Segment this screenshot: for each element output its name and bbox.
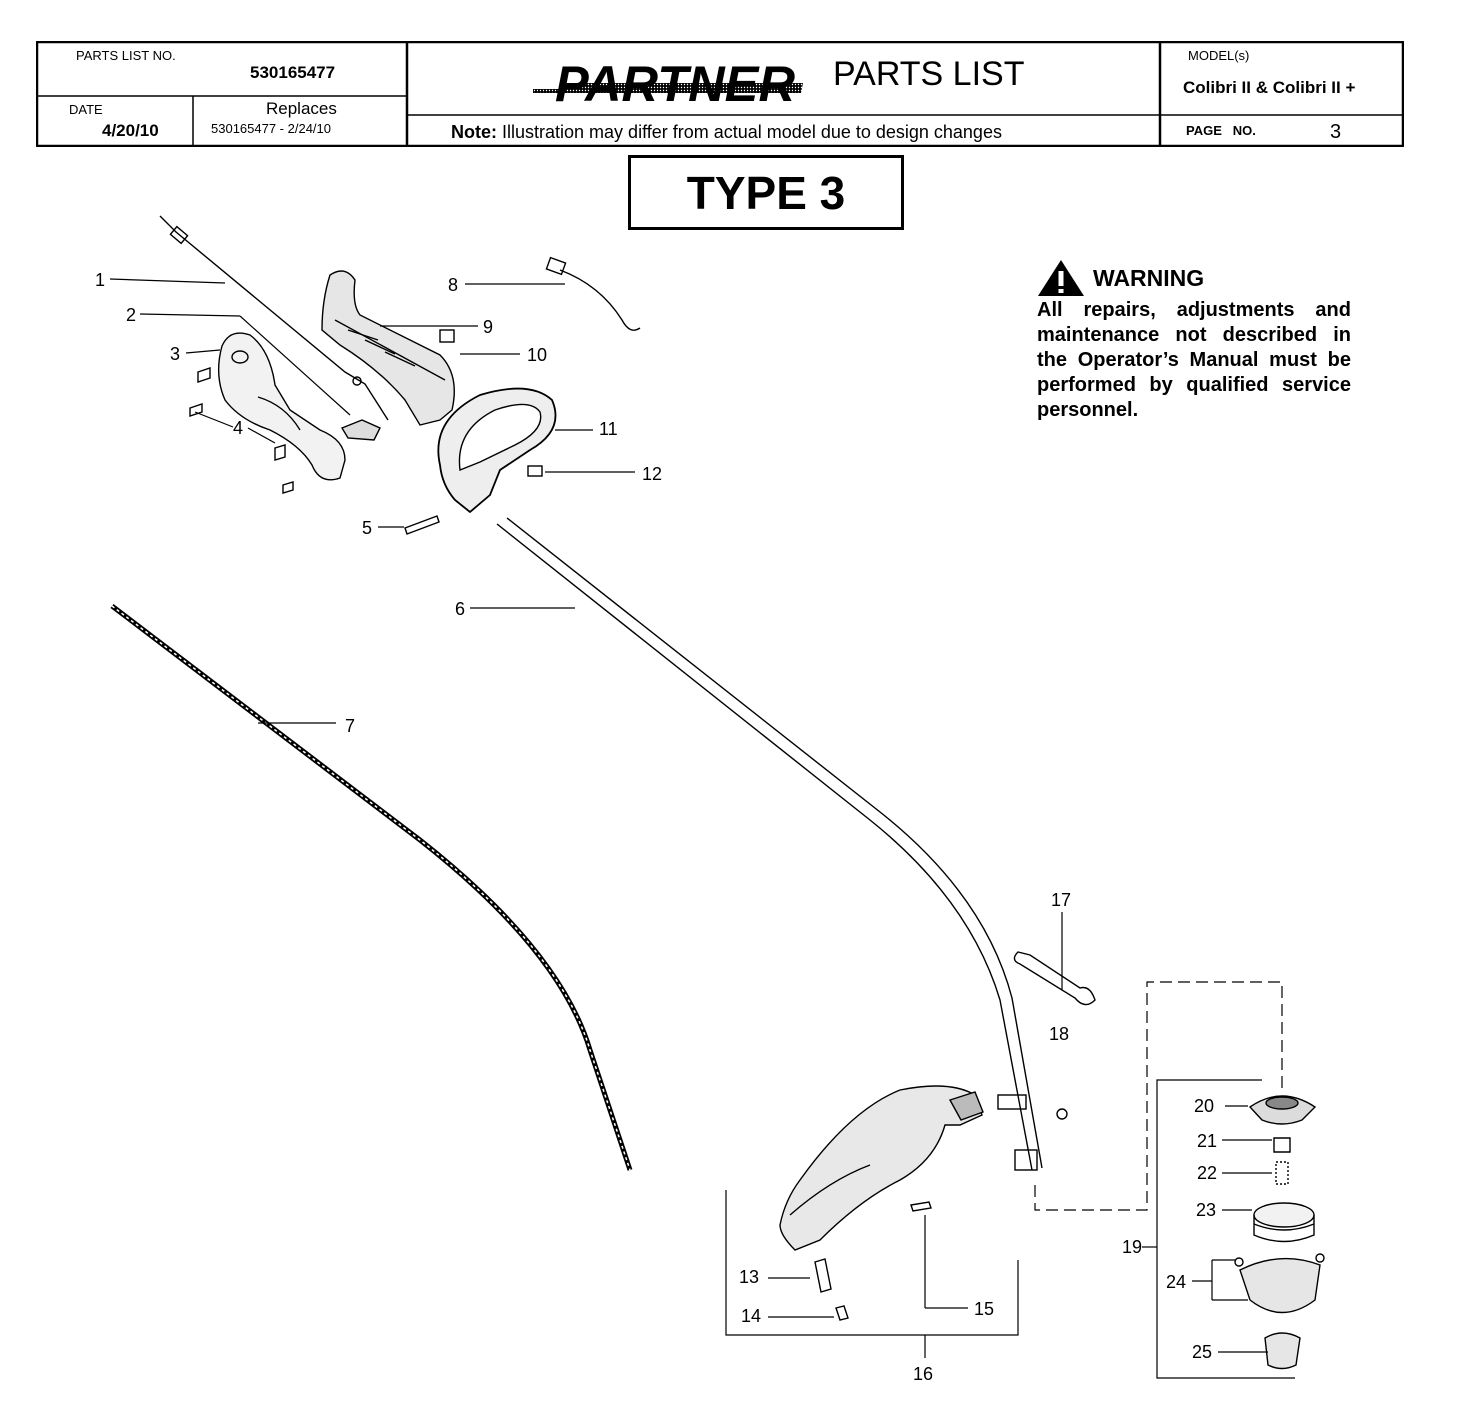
handle-body-part	[321, 270, 455, 426]
callout-10: 10	[527, 345, 547, 365]
screw-14-part	[835, 1305, 849, 1321]
callout-16: 16	[913, 1364, 933, 1384]
callout-25: 25	[1192, 1342, 1212, 1362]
warning-triangle-icon	[1038, 260, 1084, 296]
page-label: PAGE NO.	[1186, 123, 1256, 138]
date-value: 4/20/10	[102, 121, 159, 140]
callout-11: 11	[599, 419, 618, 439]
blade-part	[814, 1258, 832, 1293]
callout-17: 17	[1051, 890, 1071, 910]
callout-14: 14	[741, 1306, 761, 1326]
callout-4: 4	[233, 418, 243, 438]
wrench-part	[1013, 951, 1096, 1006]
parts-list-title: PARTS LIST	[833, 55, 1025, 93]
type-label: TYPE 3	[628, 155, 904, 230]
callout-1: 1	[95, 270, 105, 290]
partner-logo: PARTNER	[533, 56, 803, 111]
callout-8: 8	[448, 275, 458, 295]
header-table: PARTS LIST NO. 530165477 DATE 4/20/10 Re…	[36, 41, 1404, 147]
model-label: MODEL(s)	[1188, 48, 1250, 63]
warning-block: WARNING All repairs, adjustments and mai…	[1037, 258, 1351, 423]
replaces-label: Replaces	[266, 99, 337, 118]
callout-9: 9	[483, 317, 493, 337]
callout-12: 12	[642, 464, 662, 484]
callout-22: 22	[1197, 1163, 1217, 1183]
callout-6: 6	[455, 599, 465, 619]
callout-numbers: 1 2 3 4 5 6 7 8 9 10 11 12 13 14 15 16 1…	[95, 270, 1217, 1384]
callout-18: 18	[1049, 1024, 1069, 1044]
callout-15: 15	[974, 1299, 994, 1319]
callout-21: 21	[1197, 1131, 1217, 1151]
leader-lines	[109, 278, 1295, 1379]
warning-title-row: WARNING	[1037, 258, 1351, 298]
callout-3: 3	[170, 344, 180, 364]
svg-text:PARTNER: PARTNER	[555, 56, 795, 111]
screw-15-part	[910, 1201, 932, 1212]
callout-2: 2	[126, 305, 136, 325]
design-note: Note: Illustration may differ from actua…	[451, 122, 1002, 143]
trimmer-guard-part	[779, 1085, 984, 1251]
header-grid	[36, 41, 1404, 147]
loop-handle-part	[437, 387, 557, 514]
callout-13: 13	[739, 1267, 759, 1287]
throttle-cable-part	[159, 215, 389, 421]
page-number: 3	[1330, 121, 1342, 143]
replaces-value: 530165477 - 2/24/10	[211, 121, 331, 136]
drive-shaft-texture	[111, 605, 631, 1171]
trimmer-head-part	[1234, 1095, 1325, 1370]
ground-wire-part	[545, 256, 641, 331]
handle-cover-part	[217, 332, 346, 481]
warning-body: All repairs, adjustments and maintenance…	[1037, 299, 1351, 421]
callout-20: 20	[1194, 1096, 1214, 1116]
warning-title: WARNING	[1093, 264, 1205, 291]
model-value: Colibri II & Colibri II +	[1183, 78, 1356, 97]
screws-part	[189, 367, 294, 494]
nut-part	[1056, 1108, 1068, 1120]
note-label: Note:	[451, 122, 497, 142]
trigger-part	[340, 419, 381, 441]
parts-list-no: 530165477	[250, 63, 336, 82]
callout-24: 24	[1166, 1272, 1186, 1292]
date-label: DATE	[69, 102, 103, 117]
callout-7: 7	[345, 716, 355, 736]
callout-23: 23	[1196, 1200, 1216, 1220]
callout-19: 19	[1122, 1237, 1142, 1257]
note-text: Illustration may differ from actual mode…	[502, 122, 1002, 142]
callout-5: 5	[362, 518, 372, 538]
parts-list-no-label: PARTS LIST NO.	[76, 48, 176, 63]
shaft-tube-part	[496, 517, 1043, 1171]
bolt-part	[404, 515, 440, 535]
drive-shaft-part	[110, 604, 633, 1171]
